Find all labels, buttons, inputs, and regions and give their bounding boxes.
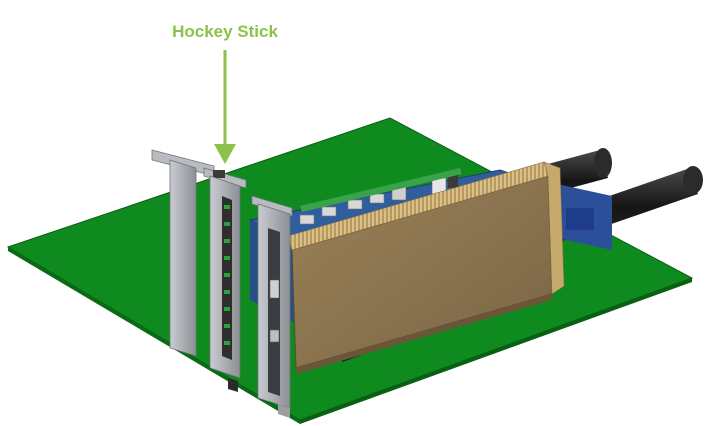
- gpu-card: [287, 161, 565, 374]
- hockey-stick-label: Hockey Stick: [172, 22, 278, 41]
- hockey-stick-bracket: [203, 167, 247, 392]
- io-brackets: [151, 149, 293, 418]
- callout-arrow: [214, 50, 236, 164]
